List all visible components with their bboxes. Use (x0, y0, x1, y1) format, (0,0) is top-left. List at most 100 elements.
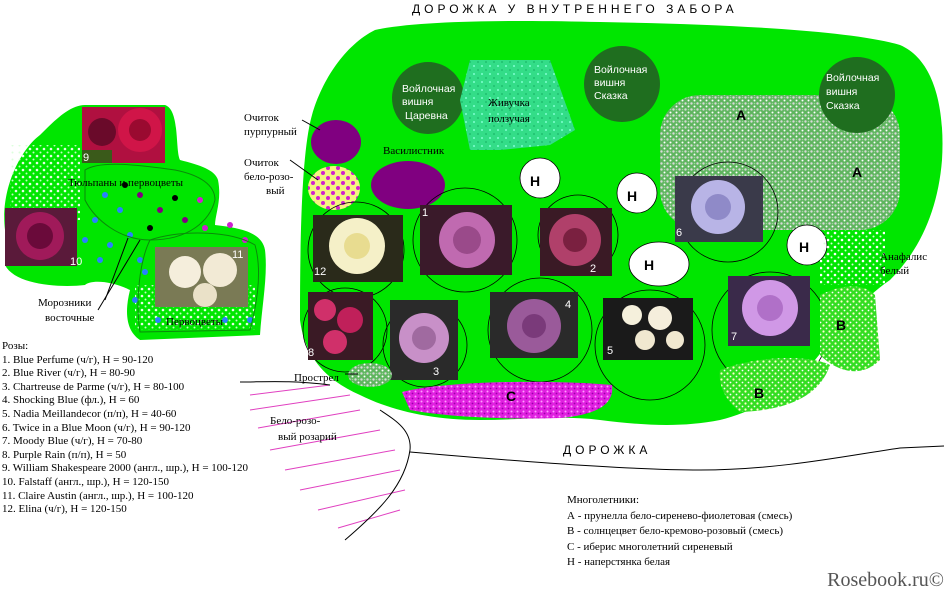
label-cherry-skazka1-1: Войлочная (594, 64, 647, 76)
label-pasqueflower: Прострел (294, 372, 339, 384)
perennials-legend-title: Многолетники: (567, 494, 639, 506)
roses-legend-item: 11. Claire Austin (англ., шр.), H = 100-… (2, 489, 194, 502)
roses-legend-item: 3. Chartreuse de Parme (ч/г), H = 80-100 (2, 380, 185, 393)
helianthemum-zone-1 (820, 286, 880, 372)
helianthemum-zone-2 (719, 358, 830, 412)
roses-legend-item: 5. Nadia Meillandecor (п/п), H = 40-60 (2, 407, 177, 420)
roses-legend-title: Розы: (2, 340, 29, 352)
rose-photo-4 (490, 292, 578, 358)
rose-photo-10 (5, 208, 77, 266)
label-ajuga-2: ползучая (488, 113, 530, 125)
rose-number-8: 8 (308, 347, 314, 359)
rose-circles (302, 161, 829, 401)
label-cherry-skazka1-3: Сказка (594, 90, 628, 102)
roses-legend-item: 10. Falstaff (англ., шр.), H = 120-150 (2, 475, 169, 488)
rose-photo-5 (603, 298, 693, 360)
rose-photo-3 (390, 300, 458, 380)
rose-number-5: 5 (607, 345, 613, 357)
label-anaphalis-2: белый (880, 265, 909, 277)
rose-number-9: 9 (83, 152, 89, 164)
roses-legend-item: 8. Purple Rain (п/п), H = 50 (2, 448, 127, 461)
label-cherry-skazka2-3: Сказка (826, 100, 860, 112)
cherry-skazka-1 (584, 46, 660, 122)
rose-number-4: 4 (565, 299, 571, 311)
roses-legend: Розы: 1. Blue Perfume (ч/г), H = 90-120 … (2, 340, 248, 517)
roses-legend-item: 2. Blue River (ч/г), H = 80-90 (2, 367, 135, 380)
roses-legend-item: 1. Blue Perfume (ч/г), H = 90-120 (2, 353, 154, 366)
label-cherry-skazka2-1: Войлочная (826, 72, 879, 84)
roses-legend-item: 12. Elina (ч/г), H = 120-150 (2, 503, 127, 516)
rosary-border (344, 409, 411, 541)
label-eupatorium-white-3: вый (266, 185, 285, 197)
rose-photo-1 (420, 205, 512, 275)
rose-number-2: 2 (590, 263, 596, 275)
label-cherry-tsarevna-1: Войлочная (402, 83, 455, 95)
label-eupatorium-purple-1: Очиток (244, 112, 280, 124)
rose-number-10: 10 (70, 256, 82, 268)
label-cherry-tsarevna-2: вишня (402, 96, 433, 108)
foxglove-label-3: Н (644, 257, 654, 273)
primrose-bed-outline (137, 232, 260, 333)
eupatorium-purple (311, 120, 361, 164)
cherry-tsarevna (392, 62, 464, 134)
roses-legend-item: 4. Shocking Blue (фл.), H = 60 (2, 394, 140, 407)
path-top-label: ДОРОЖКА У ВНУТРЕННЕГО ЗАБОРА (412, 2, 738, 16)
label-tulips: Тюльпаны и первоцветы (68, 177, 184, 189)
label-thalictrum: Василистник (383, 145, 445, 157)
perennials-legend-item: А - прунелла бело-сиренево-фиолетовая (с… (567, 509, 793, 522)
foxglove-label-4: Н (799, 239, 809, 255)
label-zone-b-1: В (836, 317, 846, 333)
perennials-legend-item: С - иберис многолетний сиреневый (567, 540, 733, 553)
rose-photo-9 (82, 107, 165, 163)
rose-number-11: 11 (232, 249, 243, 261)
pasqueflower-bed (348, 363, 392, 387)
rose-number-1: 1 (422, 207, 428, 219)
label-hellebores-2: восточные (45, 312, 94, 324)
rose-photo-2 (540, 208, 612, 276)
label-rosary-1: Бело-розо- (270, 415, 321, 427)
rose-number-7: 7 (731, 331, 737, 343)
label-rosary-2: вый розарий (278, 431, 337, 443)
roses-legend-item: 6. Twice in a Blue Moon (ч/г), H = 90-12… (2, 421, 191, 434)
path-bottom-label: ДОРОЖКА (563, 443, 652, 457)
rose-number-3: 3 (433, 366, 439, 378)
label-eupatorium-white-2: бело-розо- (244, 171, 294, 183)
foxglove-circles (519, 157, 828, 287)
anaphalis-white (820, 230, 885, 285)
tulip-bed-outline (84, 163, 216, 241)
label-hellebores-1: Морозники (38, 297, 91, 309)
path-edge-bottom (409, 445, 945, 471)
roses-legend-item: 7. Moody Blue (ч/г), H = 70-80 (2, 435, 143, 448)
rosary-hatch (249, 384, 406, 529)
label-cherry-skazka2-2: вишня (826, 86, 857, 98)
foxglove-label-1: Н (530, 173, 540, 189)
label-zone-b-2: В (754, 385, 764, 401)
foxglove-label-2: Н (627, 188, 637, 204)
roses-legend-item: 9. William Shakespeare 2000 (англ., шр.)… (2, 462, 248, 475)
label-cherry-skazka1-2: вишня (594, 77, 625, 89)
rose-photo-11 (155, 247, 248, 307)
rose-photo-6 (675, 176, 763, 242)
left-lawn-white-dots (10, 145, 80, 220)
label-cherry-tsarevna-3: Царевна (405, 110, 448, 122)
iberis-bed (402, 381, 613, 419)
label-zone-c: С (506, 388, 516, 404)
label-eupatorium-purple-2: пурпурный (244, 126, 297, 138)
label-zone-a-1: А (736, 107, 746, 123)
label-primroses: Первоцветы (166, 316, 224, 328)
label-zone-a-2: А (852, 164, 862, 180)
leader-lines (97, 119, 358, 375)
perennials-legend: Многолетники: А - прунелла бело-сиренево… (567, 493, 792, 571)
label-anaphalis-1: Анафалис (880, 251, 927, 263)
label-eupatorium-white-1: Очиток (244, 157, 280, 169)
path-edge-left (239, 381, 331, 386)
perennials-legend-item: Н - наперстянка белая (567, 556, 671, 568)
thalictrum (371, 161, 445, 209)
site-watermark: Rosebook.ru© (827, 569, 944, 591)
rose-photo-7 (728, 276, 810, 346)
eupatorium-white-pink (308, 166, 360, 210)
cherry-skazka-2 (819, 57, 895, 133)
rose-photo-12 (313, 215, 403, 282)
ajuga-bed (460, 60, 575, 150)
